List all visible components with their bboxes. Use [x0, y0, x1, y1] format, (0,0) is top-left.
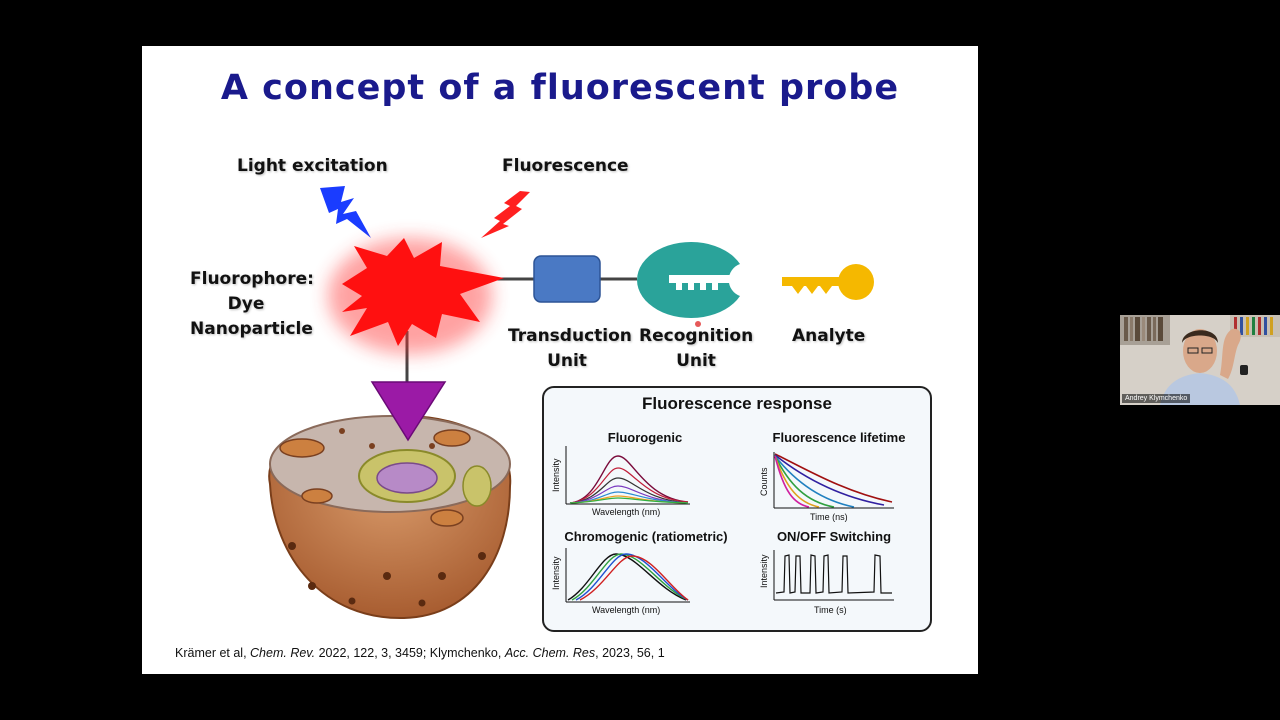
slide-title: A concept of a fluorescent probe	[220, 68, 900, 108]
transduction-unit-label: Transduction Unit	[508, 326, 632, 371]
presentation-slide: A concept of a fluorescent probe	[142, 46, 978, 674]
response-mini-plots	[565, 446, 894, 603]
light-excitation-label: Light excitation	[237, 156, 388, 176]
participant-video-frame	[1120, 315, 1280, 405]
lifetime-xlabel: Time (ns)	[810, 512, 848, 522]
transduction-unit-box	[533, 255, 601, 303]
excitation-bolt-icon	[320, 186, 371, 238]
participant-video-tile[interactable]: Andrey Klymchenko	[1120, 315, 1280, 405]
participant-name-label: Andrey Klymchenko	[1122, 394, 1191, 403]
targeting-triangle-icon	[370, 381, 447, 442]
lifetime-title: Fluorescence lifetime	[772, 430, 906, 445]
fluorogenic-plot	[565, 446, 690, 505]
fluorescence-label: Fluorescence	[502, 156, 629, 176]
cell-illustration	[268, 414, 512, 620]
probe-diagram	[268, 186, 874, 620]
switching-xlabel: Time (s)	[814, 605, 847, 615]
fluorophore-star-icon	[342, 238, 504, 346]
chromogenic-xlabel: Wavelength (nm)	[592, 605, 661, 615]
fluorescence-response-panel: Fluorescence response Fluorogenic Fluore…	[542, 386, 932, 632]
fluorogenic-xlabel: Wavelength (nm)	[592, 507, 661, 517]
analyte-label: Analyte	[792, 326, 866, 346]
chromogenic-title: Chromogenic (ratiometric)	[564, 529, 728, 544]
panel-title: Fluorescence response	[642, 394, 832, 413]
recognition-unit-label: Recognition Unit	[639, 326, 754, 371]
chromogenic-plot	[565, 548, 690, 603]
analyte-key-icon	[782, 264, 874, 300]
switching-ylabel: Intensity	[759, 554, 769, 588]
citation-text: Krämer et al, Chem. Rev. 2022, 122, 3, 3…	[175, 646, 665, 660]
switching-plot	[773, 550, 894, 601]
chromogenic-ylabel: Intensity	[551, 556, 561, 590]
fluorogenic-title: Fluorogenic	[607, 430, 683, 445]
lifetime-plot	[773, 452, 894, 509]
fluorogenic-ylabel: Intensity	[551, 458, 561, 492]
recognition-unit-icon	[637, 242, 740, 327]
lifetime-ylabel: Counts	[759, 467, 769, 496]
fluorescence-bolt-icon	[481, 191, 530, 238]
switching-title: ON/OFF Switching	[776, 529, 892, 544]
fluorophore-label: Fluorophore: Dye Nanoparticle	[190, 269, 314, 339]
